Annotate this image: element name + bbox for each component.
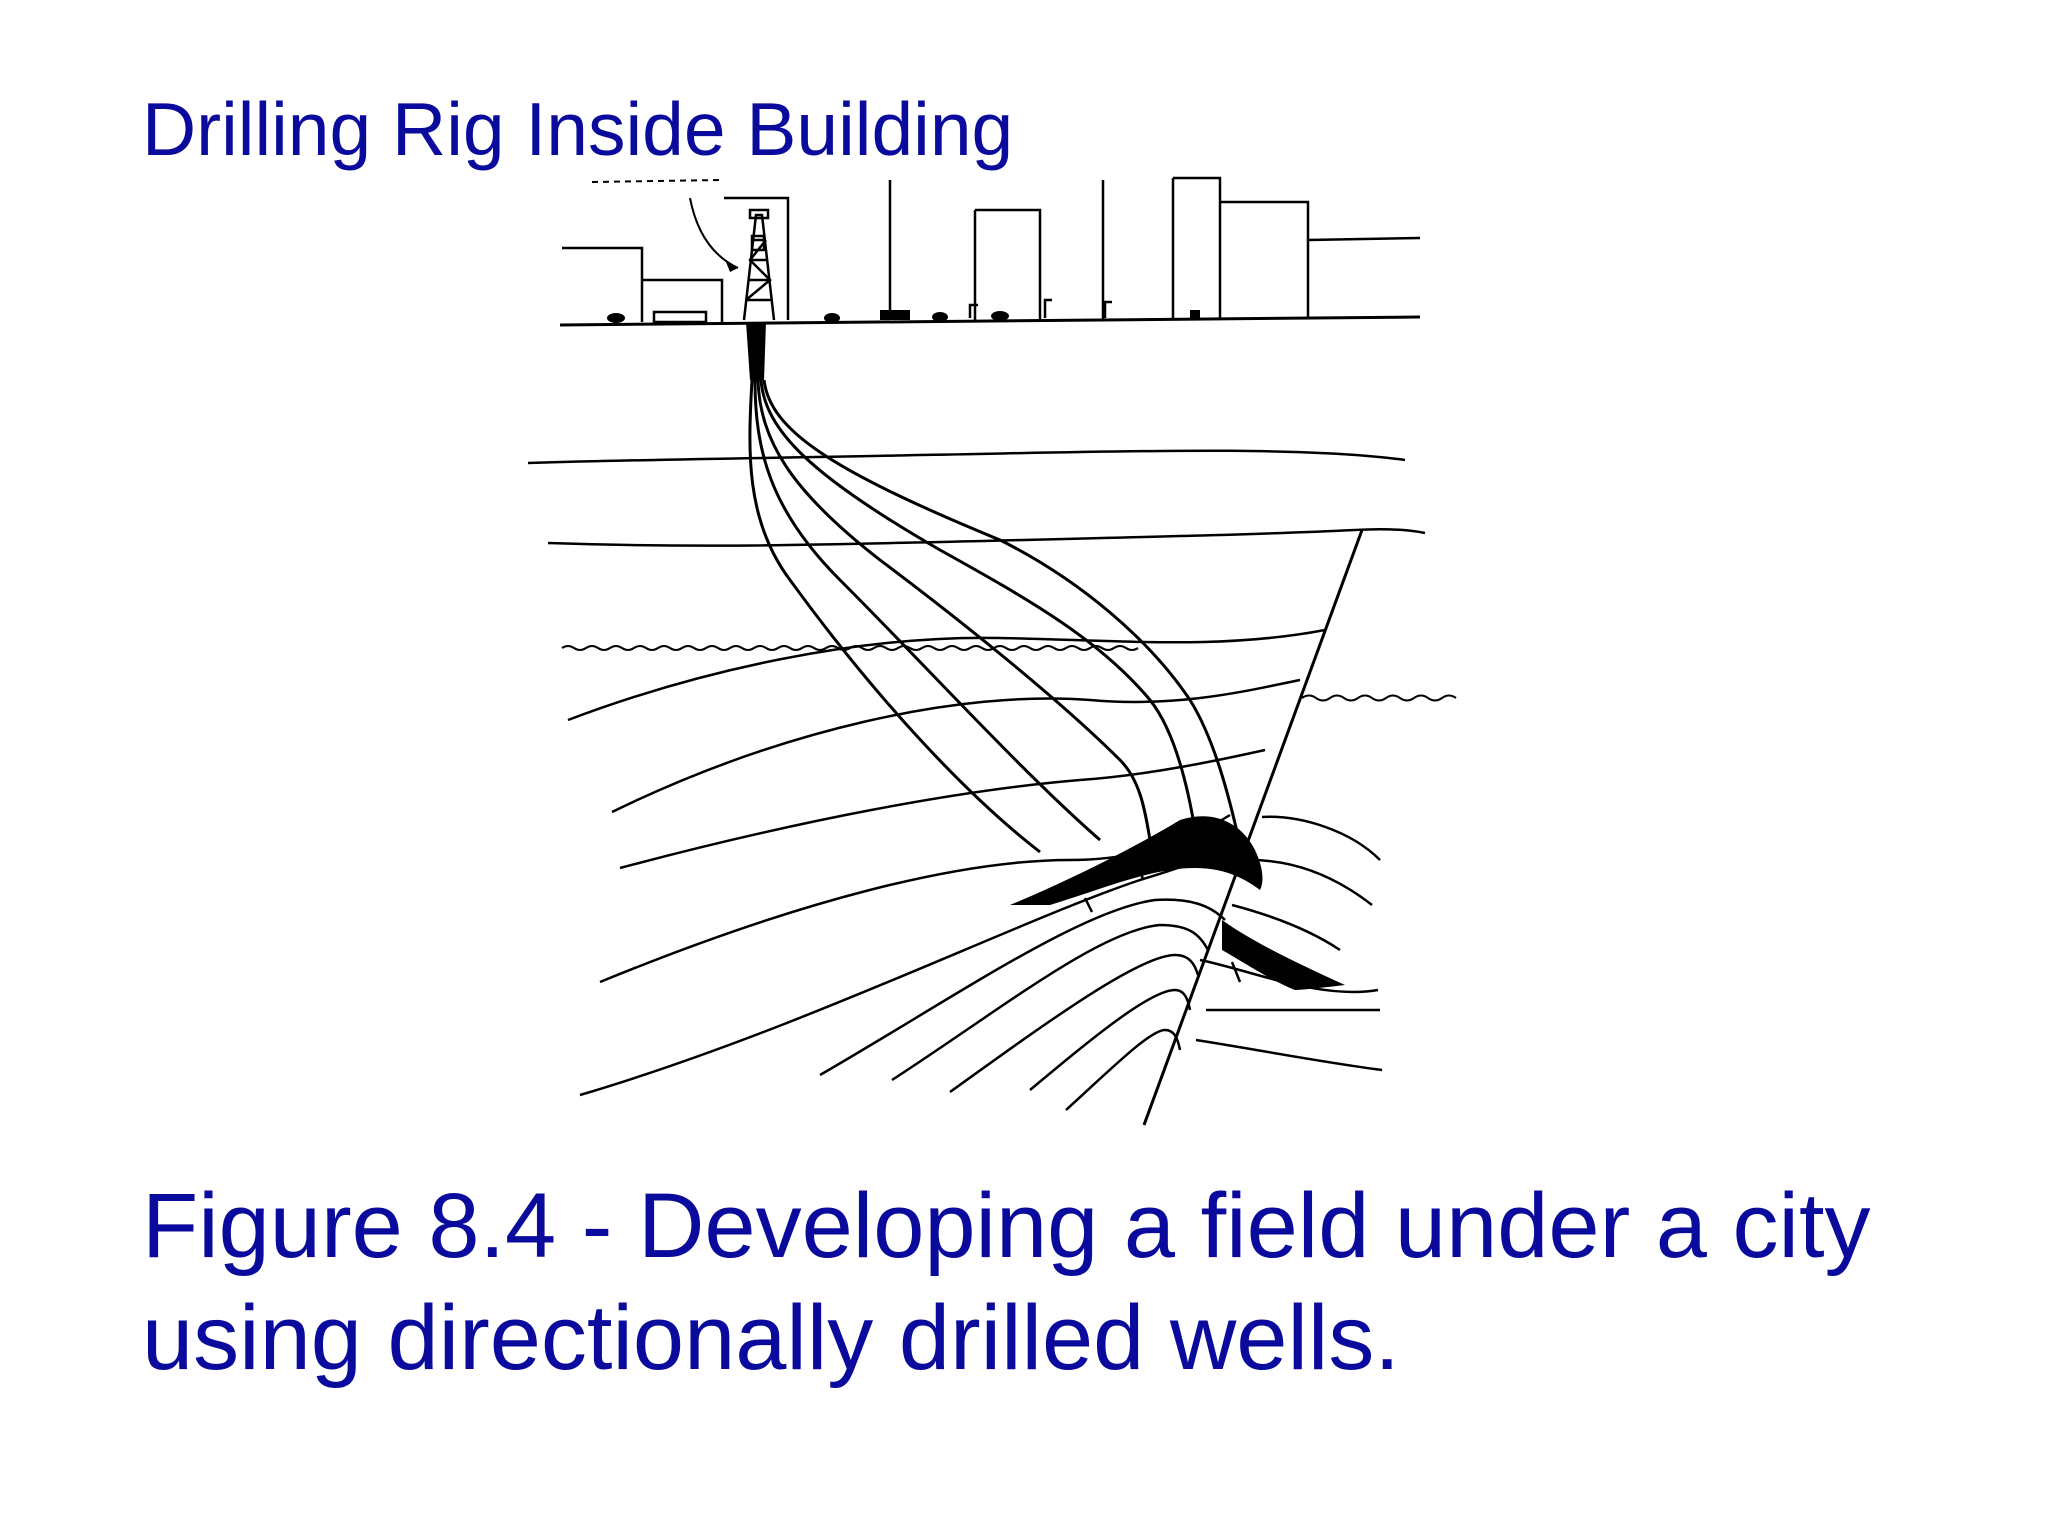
well-path-2 <box>753 379 1101 842</box>
street-vehicles <box>607 310 1200 323</box>
anticline-fold-lines <box>819 898 1226 1111</box>
figure-caption-line-2: using directionally drilled wells. <box>142 1287 1400 1389</box>
well-path-4 <box>759 379 1197 831</box>
slide-title: Drilling Rig Inside Building <box>142 87 1014 171</box>
rig-pointer-arrow <box>689 197 739 269</box>
arrow-label-scribble <box>591 179 721 183</box>
fault-line <box>1142 529 1364 1126</box>
shallow-formation-lines <box>527 449 1426 547</box>
oil-reservoir-fault-trap <box>1222 920 1345 990</box>
surface-casing <box>746 322 766 380</box>
rig-pointer-arrowhead <box>726 262 738 272</box>
oil-reservoir-main <box>1010 816 1263 905</box>
well-path-1 <box>748 379 1041 854</box>
figure-caption: Figure 8.4 - Developing a field under a … <box>142 1170 1992 1394</box>
well-path-5 <box>762 379 1242 846</box>
well-path-3 <box>756 379 1152 841</box>
figure-caption-line-1: Figure 8.4 - Developing a field under a … <box>142 1175 1871 1277</box>
ground-surface-line <box>559 315 1421 327</box>
city-skyline <box>562 176 1421 324</box>
unconformity-wavy-lines <box>561 645 1457 702</box>
directional-well-paths <box>748 379 1242 854</box>
street-figures <box>968 298 1112 318</box>
rig-building-outline <box>724 196 790 320</box>
well-bottom-ticks <box>1083 867 1242 983</box>
drilling-rig-derrick <box>742 208 776 321</box>
